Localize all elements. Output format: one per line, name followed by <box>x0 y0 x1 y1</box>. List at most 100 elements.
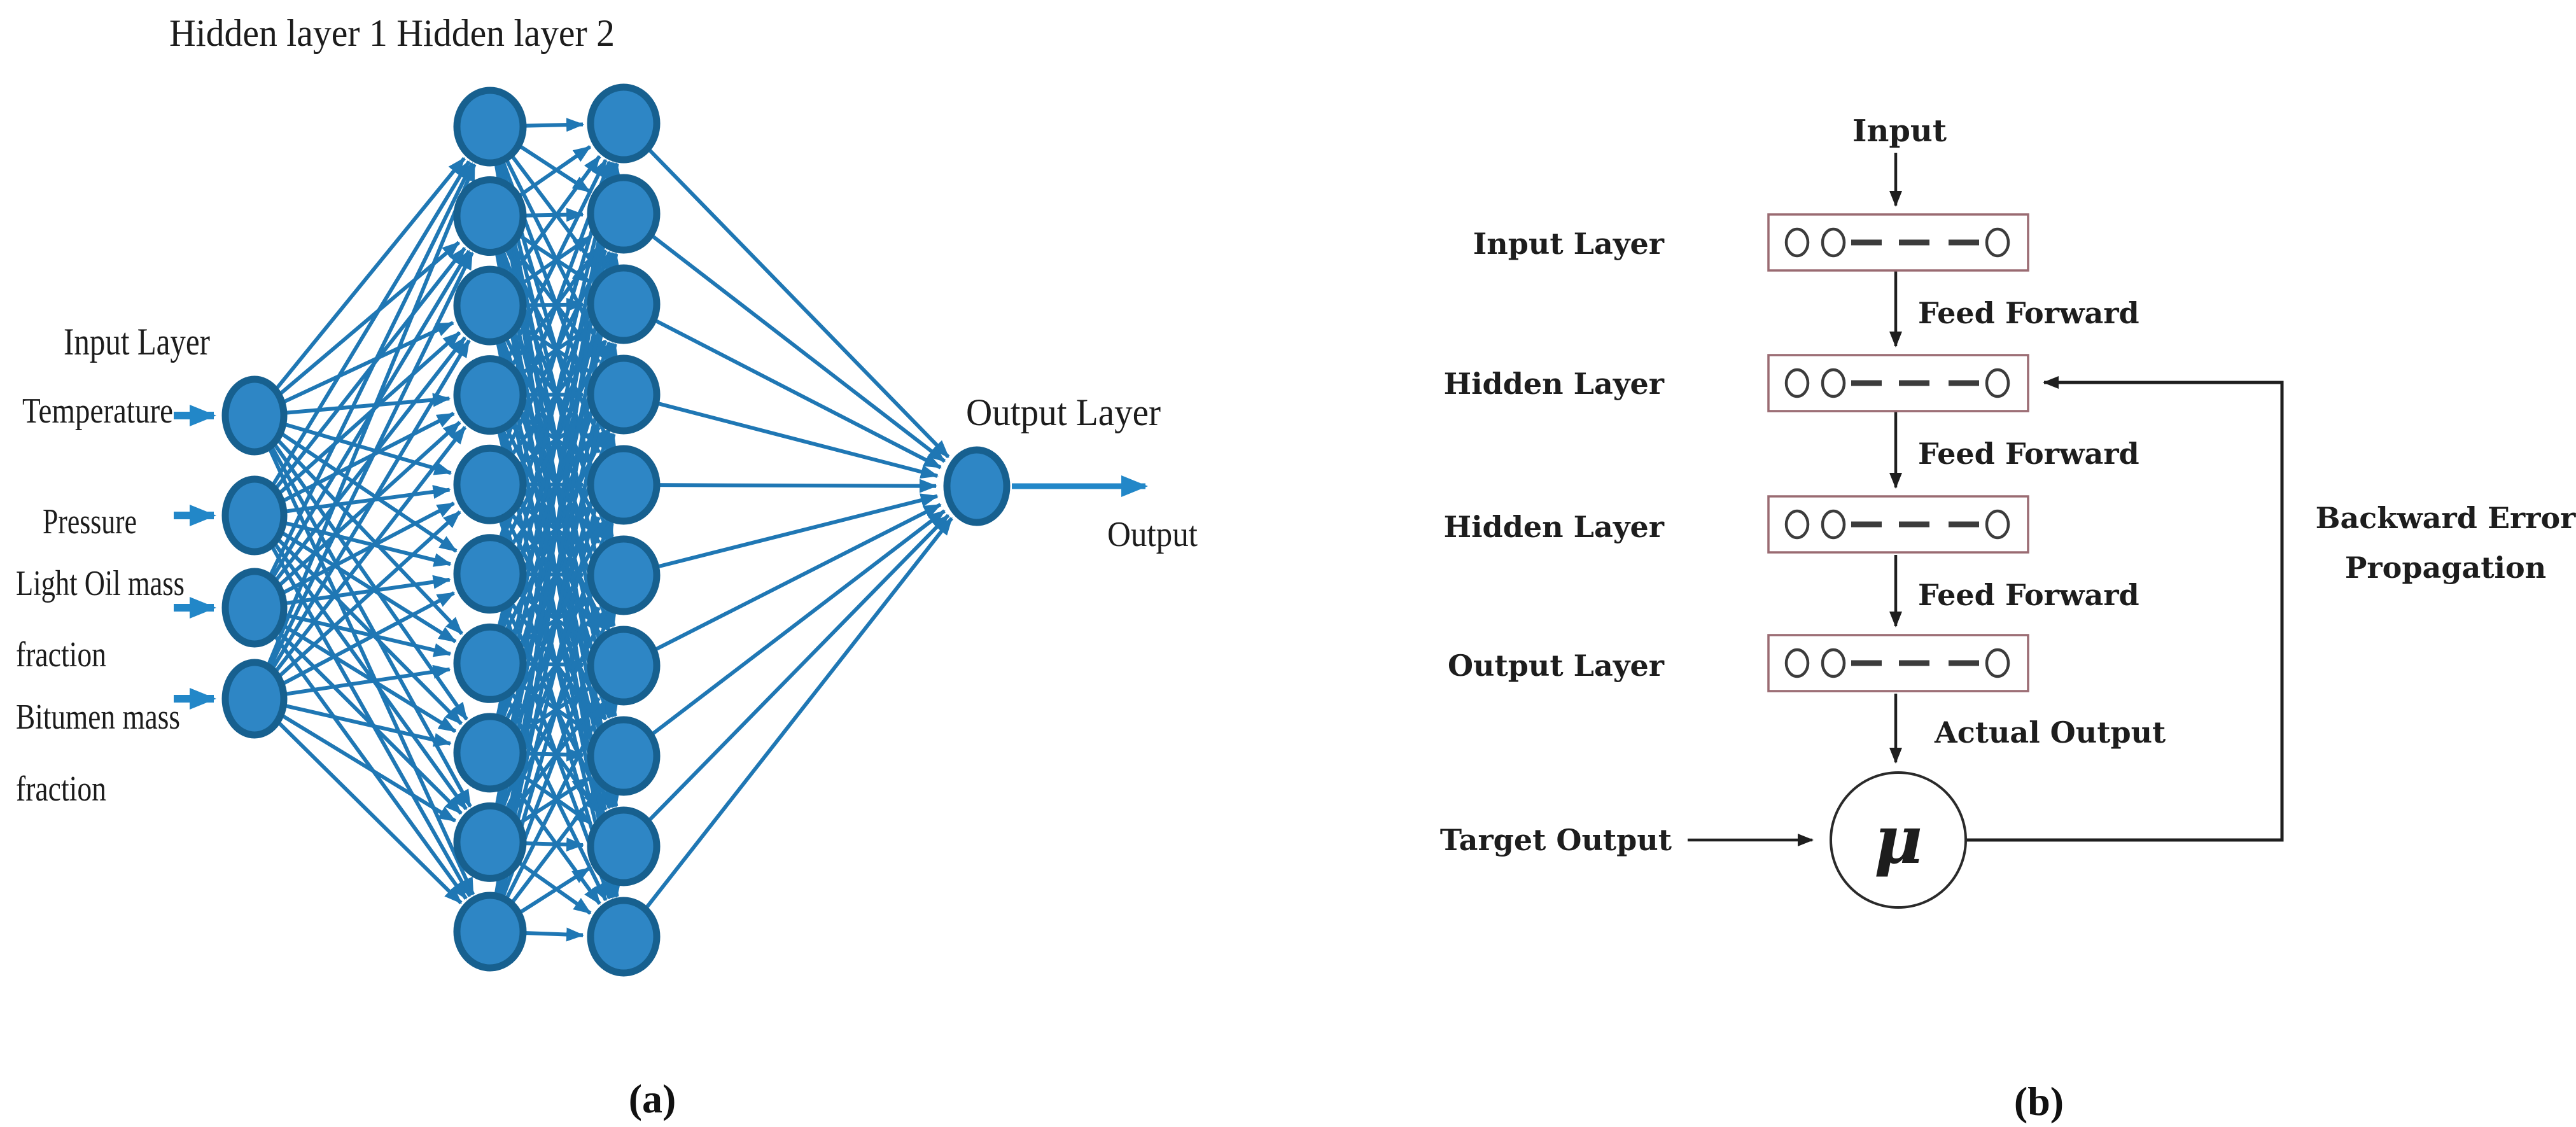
input-label-lightoil-line1: Light Oil mass <box>16 564 185 603</box>
network-edge <box>654 400 939 479</box>
network-edge <box>277 241 461 396</box>
network-node-hidden-1 <box>453 176 527 256</box>
network-node-hidden-2 <box>587 535 661 615</box>
network-node-hidden-1 <box>453 355 527 435</box>
network-edge <box>515 858 592 915</box>
network-node-hidden-1 <box>453 265 527 346</box>
feed-forward-label-3: Feed Forward <box>1918 578 2139 612</box>
flow-input-layer-label: Input Layer <box>1473 227 1665 261</box>
network-node-hidden-1 <box>453 534 527 614</box>
input-label-bitumen-line2: fraction <box>16 769 106 809</box>
feed-forward-label-2: Feed Forward <box>1918 437 2139 471</box>
network-edge <box>285 704 452 747</box>
network-edge <box>494 252 620 901</box>
network-edge <box>494 162 619 722</box>
backward-error-label-line2: Propagation <box>2345 550 2546 585</box>
network-edge <box>272 426 467 675</box>
mu-circle <box>1830 771 1967 909</box>
output-layer-label: Output Layer <box>966 391 1161 433</box>
network-edge <box>494 162 620 811</box>
mu-symbol: μ <box>1874 801 1922 879</box>
neuron-glyph <box>1821 648 1846 678</box>
network-edge <box>281 713 457 823</box>
input-label-pressure: Pressure <box>43 502 137 542</box>
network-node-hidden-1 <box>453 87 527 167</box>
network-edge <box>273 157 466 393</box>
input-label-temperature: Temperature <box>22 391 173 431</box>
network-edge <box>265 163 477 670</box>
flow-hidden-layer-1-label: Hidden Layer <box>1444 367 1665 401</box>
network-edge <box>276 720 463 905</box>
network-edge <box>269 160 471 489</box>
network-node-hidden-1 <box>453 623 527 703</box>
network-edge <box>279 431 458 553</box>
network-node-output <box>943 446 1011 526</box>
network-edge <box>515 144 592 200</box>
input-layer-label: Input Layer <box>64 321 210 363</box>
flow-output-layer-label: Output Layer <box>1448 648 1665 683</box>
input-label-lightoil-line2: fraction <box>16 635 106 675</box>
input-label-bitumen-line1: Bitumen mass <box>16 697 180 737</box>
network-node-hidden-2 <box>587 354 661 435</box>
backward-error-label-line1: Backward Error <box>2316 501 2576 535</box>
network-edge <box>282 412 455 503</box>
output-label: Output <box>1107 515 1198 554</box>
network-edge <box>284 423 452 475</box>
layer-box <box>1767 213 2029 272</box>
neuron-glyph <box>1784 509 1810 540</box>
network-edge <box>494 342 619 901</box>
neuron-glyph <box>1985 368 2010 398</box>
neuron-glyph <box>1821 227 1846 258</box>
layer-box <box>1767 354 2029 412</box>
caption-b: (b) <box>2014 1079 2064 1124</box>
network-node-hidden-1 <box>453 444 527 524</box>
flow-hidden-layer-2-label: Hidden Layer <box>1444 510 1665 544</box>
neuron-glyph <box>1784 368 1810 398</box>
network-edge <box>502 701 607 904</box>
network-edge <box>281 501 456 595</box>
network-edge <box>267 251 474 671</box>
network-edge <box>515 866 591 916</box>
actual-output-label: Actual Output <box>1934 715 2166 750</box>
network-edge <box>641 517 953 913</box>
network-node-hidden-2 <box>587 174 661 254</box>
network-node-hidden-2 <box>587 626 661 706</box>
network-edge <box>515 776 591 827</box>
network-edge <box>655 479 938 493</box>
network-node-hidden-1 <box>453 802 527 882</box>
network-edge <box>644 514 950 825</box>
network-edge <box>271 540 468 811</box>
network-node-hidden-2 <box>587 445 661 525</box>
network-edge <box>654 493 939 570</box>
network-edge <box>276 629 463 815</box>
network-node-hidden-2 <box>587 897 661 977</box>
flow-input-label: Input <box>1852 113 1947 149</box>
network-node-hidden-2 <box>587 83 661 164</box>
neuron-glyph <box>1784 227 1810 258</box>
network-node-input <box>221 568 288 648</box>
network-node-hidden-1 <box>453 892 527 972</box>
network-edge <box>269 339 471 673</box>
backward-propagation-path <box>1966 376 2284 842</box>
network-node-hidden-1 <box>453 713 527 793</box>
network-edge <box>276 536 463 725</box>
feed-forward-label-1: Feed Forward <box>1918 296 2139 330</box>
network-edge <box>521 118 585 132</box>
neuron-glyph <box>1784 648 1810 678</box>
panel-b-flowchart <box>1688 153 2284 909</box>
neuron-glyph <box>1985 648 2010 678</box>
network-edge <box>502 158 608 368</box>
network-edge <box>521 568 585 582</box>
network-edge <box>647 509 946 739</box>
network-edge <box>644 144 950 459</box>
input-arrows <box>174 405 216 710</box>
neuron-glyph <box>1821 368 1846 398</box>
neuron-glyph <box>1985 509 2010 540</box>
network-node-hidden-2 <box>587 806 661 886</box>
network-edge <box>651 317 942 470</box>
layer-box <box>1767 634 2029 692</box>
network-edge <box>271 632 468 900</box>
network-node-hidden-2 <box>587 264 661 344</box>
network-edge <box>507 787 601 907</box>
